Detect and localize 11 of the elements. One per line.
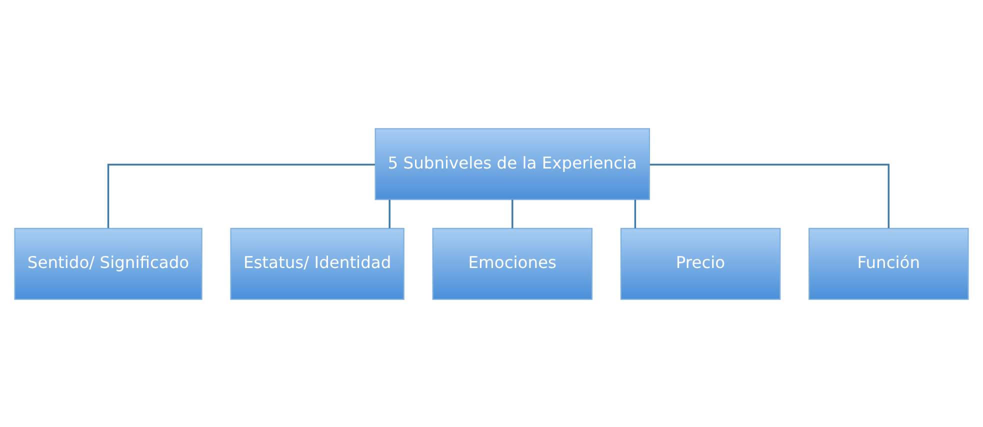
connector (512, 199, 514, 228)
connector (650, 163, 890, 228)
node-box: 5 Subniveles de la Experiencia (374, 128, 650, 200)
connector (634, 199, 636, 228)
node-box: Estatus/ Identidad (230, 227, 404, 300)
node-box: Función (808, 227, 969, 300)
node-box: Precio (620, 227, 781, 300)
node-box: Sentido/ Significado (14, 227, 202, 300)
node-box: Emociones (432, 227, 593, 300)
connector (107, 163, 376, 228)
connector (388, 199, 390, 228)
